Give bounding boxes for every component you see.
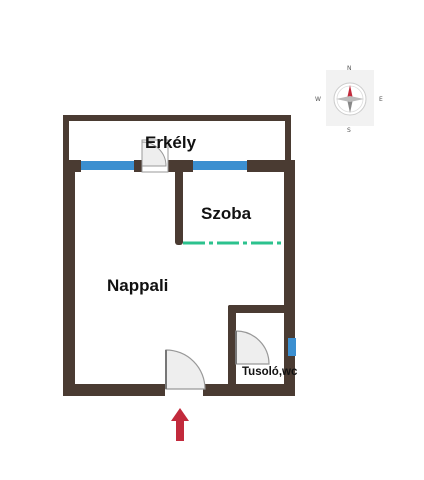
exterior-walls [63, 160, 295, 396]
entrance-door [165, 349, 206, 390]
bedroom-interior-wall [175, 165, 183, 245]
window-right [193, 161, 247, 170]
compass-letter-east: E [379, 96, 383, 103]
window-bathroom [288, 338, 296, 356]
bathroom-door [235, 330, 270, 365]
compass-letter-north: N [347, 65, 352, 72]
compass-needle-north [347, 85, 353, 99]
window-left [81, 161, 134, 170]
balcony-frame [63, 115, 291, 165]
room-label-balcony: Erkély [145, 133, 197, 152]
compass-needle-south [347, 99, 353, 113]
room-label-living: Nappali [107, 276, 168, 295]
room-label-bedroom: Szoba [201, 204, 252, 223]
compass-letter-west: W [315, 96, 321, 103]
room-label-bathroom: Tusoló,wc [242, 366, 298, 378]
balcony-door [141, 139, 169, 173]
compass-icon: N E S W [315, 65, 383, 134]
bathroom-walls [228, 305, 290, 395]
compass-letter-south: S [347, 127, 351, 134]
entrance-arrow-icon [171, 408, 189, 441]
windows [81, 161, 296, 356]
